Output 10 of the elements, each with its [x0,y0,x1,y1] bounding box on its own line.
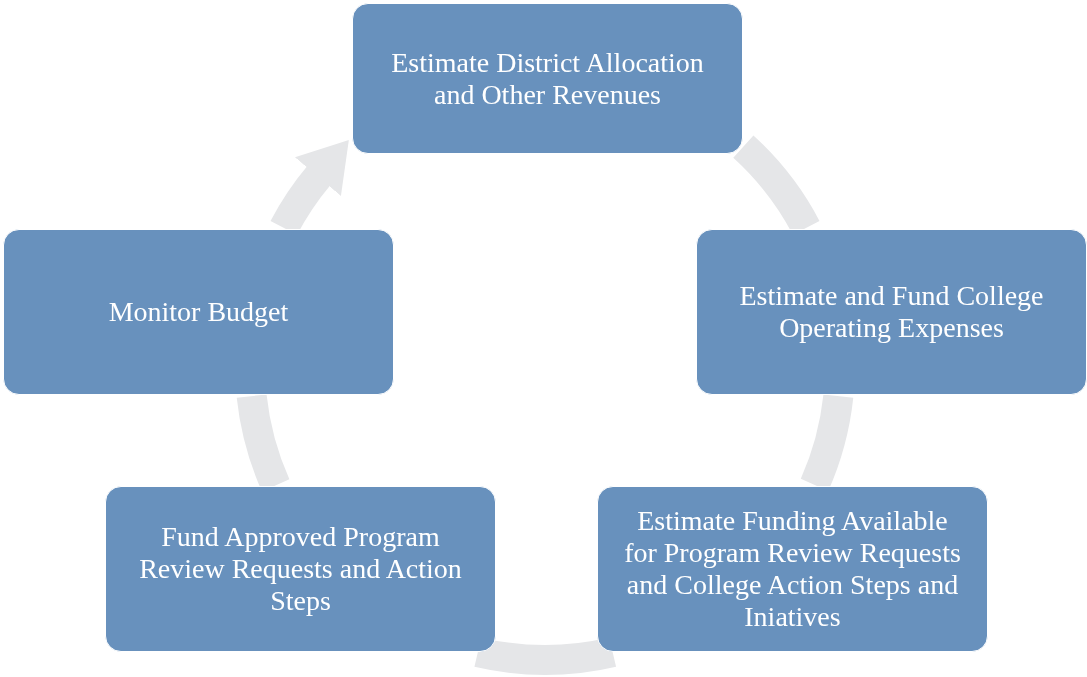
process-box [3,229,394,395]
step-text: Fund Approved Program Review Requests and Action Steps [138,521,463,617]
step-text: Monitor Budget [108,296,289,328]
step-text: Estimate and Fund College Operating Expenses [738,280,1045,344]
process-box [105,486,496,652]
process-box [696,229,1087,395]
step-text: Estimate District Allocation and Other Revenues [390,46,705,111]
process-box [597,486,988,652]
step-text: Estimate Funding Available for Program Review Requests and College Action Steps and Iniatives [623,505,962,633]
process-box [352,3,743,154]
